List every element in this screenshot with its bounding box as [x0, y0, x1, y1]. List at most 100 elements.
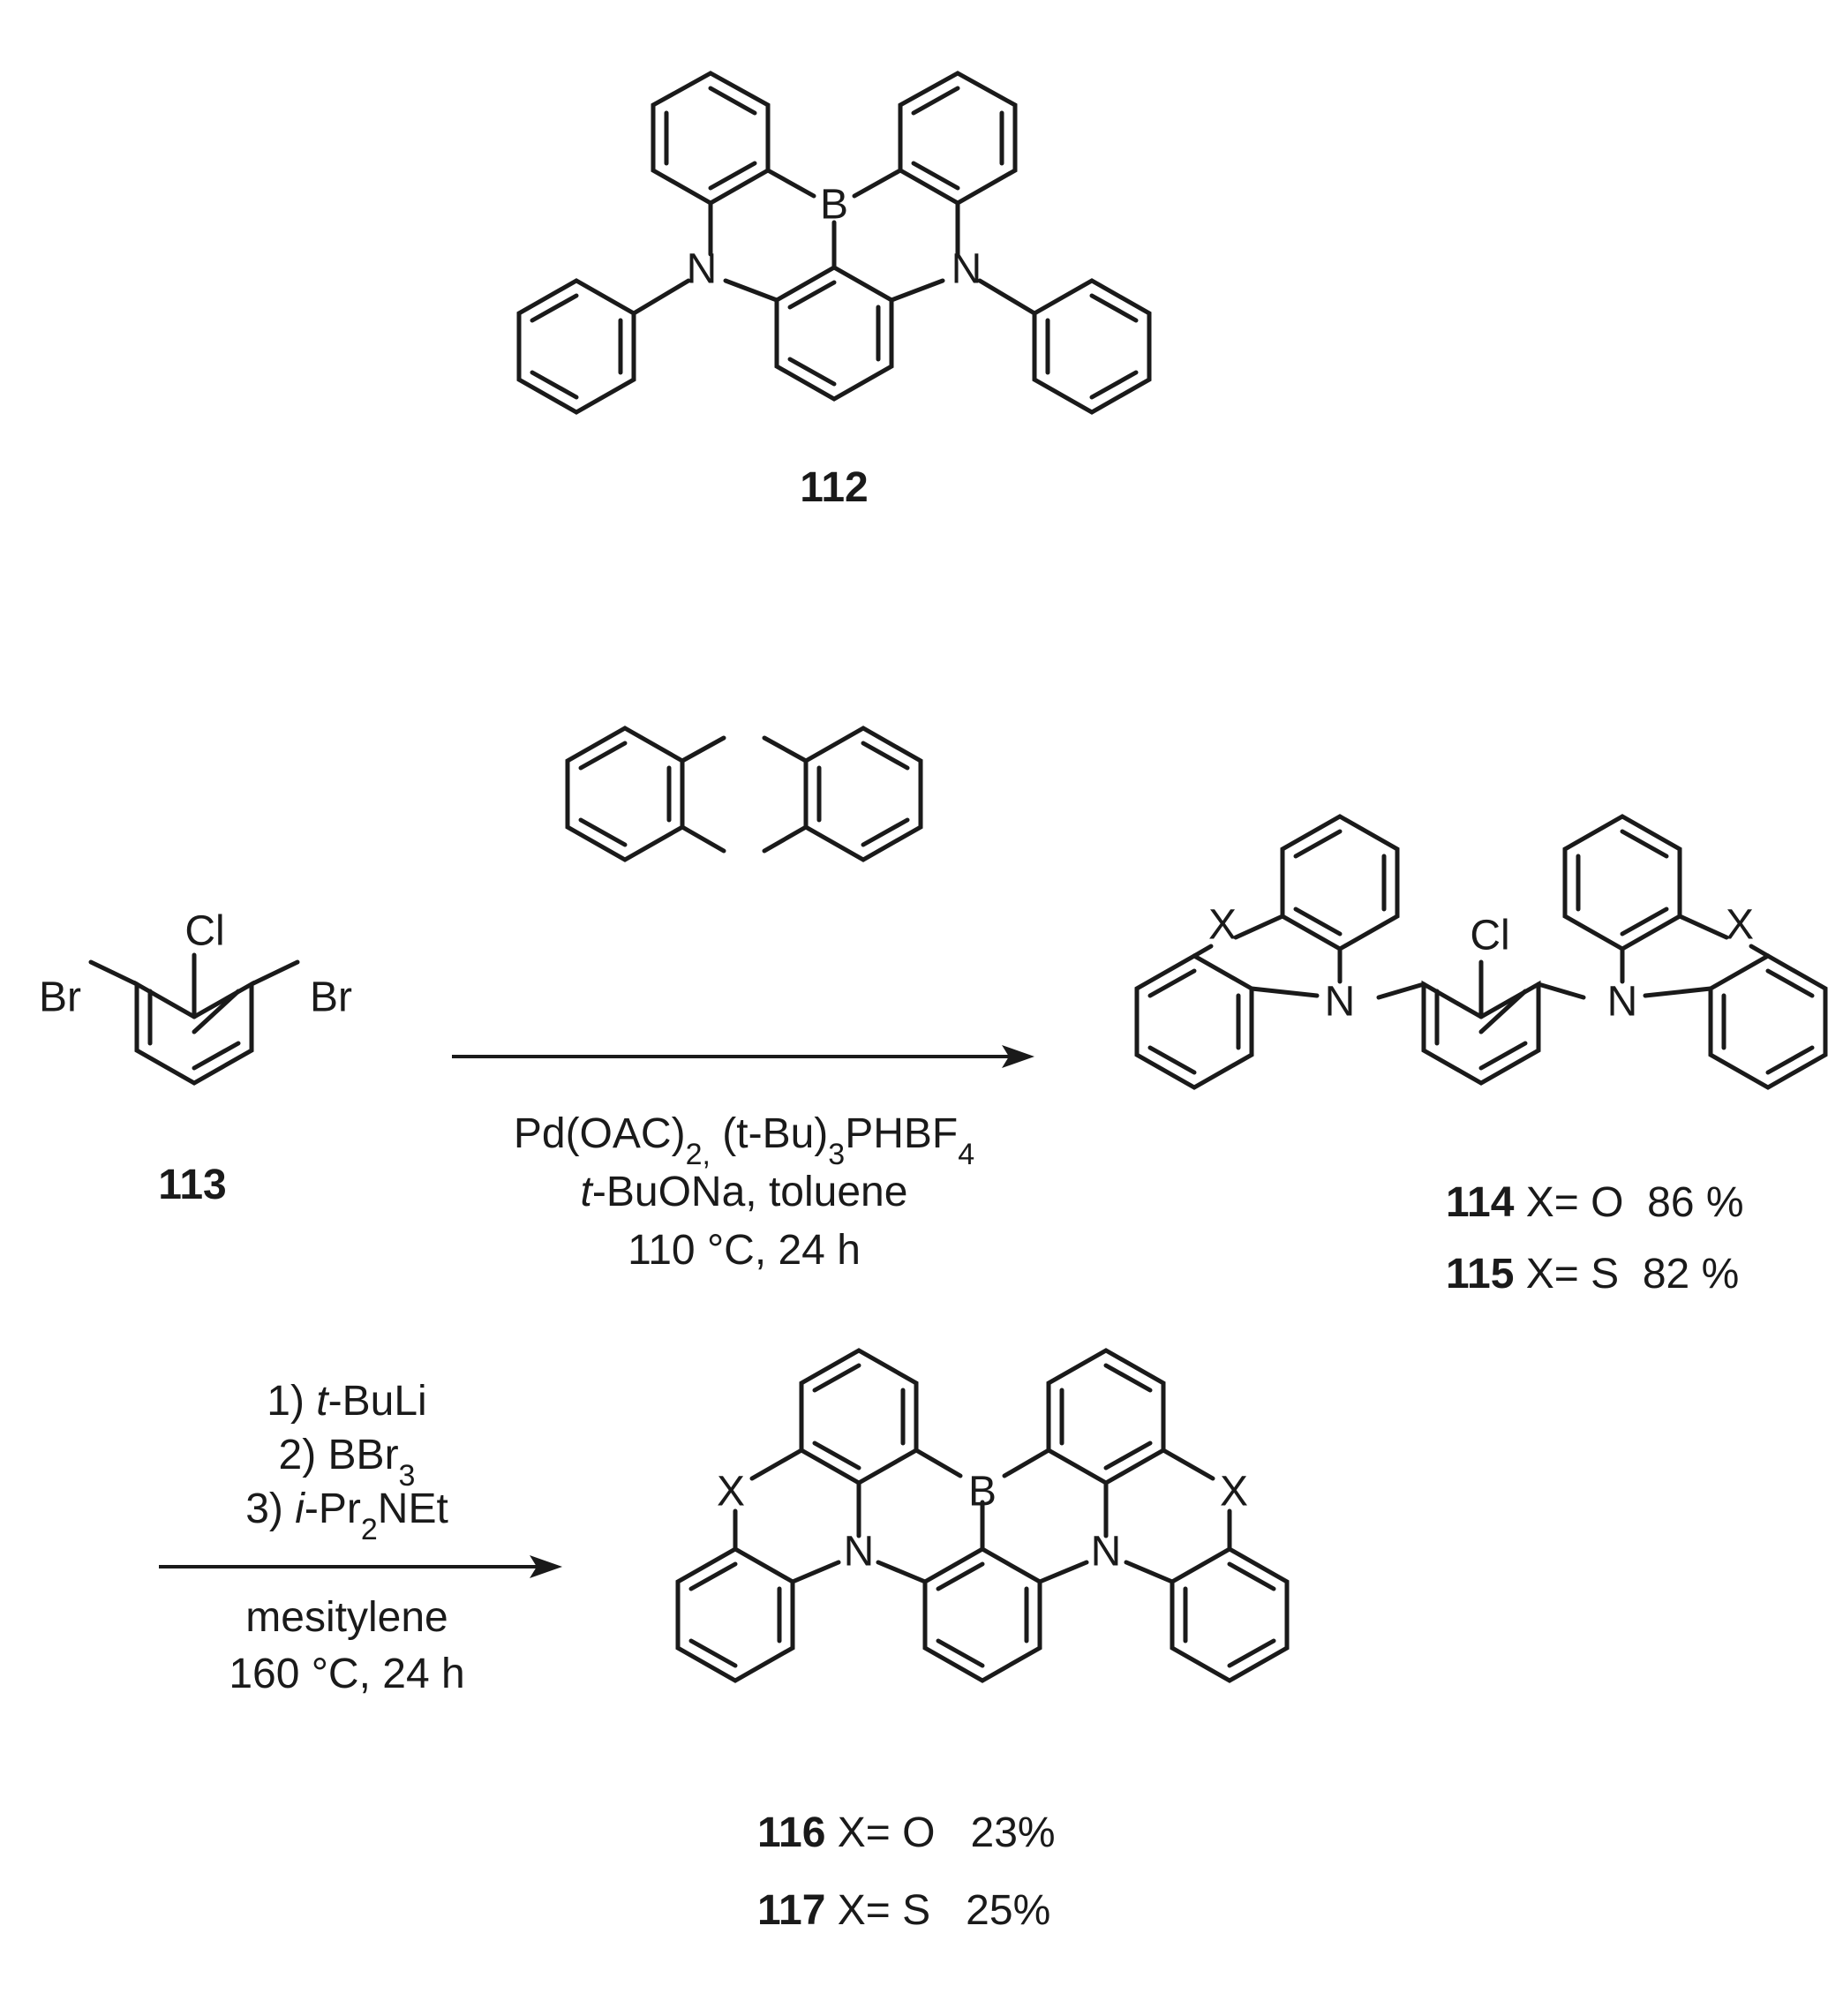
bond	[1124, 1560, 1175, 1584]
bond	[1103, 1441, 1153, 1471]
bond	[688, 1638, 738, 1668]
bond	[1620, 906, 1669, 937]
reagent-structure	[565, 726, 923, 862]
atom-nitrogen: N	[952, 246, 982, 293]
bond	[1765, 968, 1815, 998]
bond	[790, 1560, 841, 1584]
bond	[631, 278, 691, 316]
reaction-arrow-1-head	[1002, 1045, 1034, 1068]
bond	[530, 293, 579, 323]
bond	[1293, 829, 1343, 859]
atom-boron: B	[820, 182, 848, 229]
bond	[675, 1546, 795, 1683]
compound-label-113: 113	[158, 1162, 226, 1208]
bond	[936, 1638, 985, 1668]
bond	[1562, 814, 1682, 952]
bond	[911, 161, 960, 191]
bond	[852, 168, 903, 199]
bond	[1089, 293, 1139, 323]
bond	[914, 1448, 963, 1478]
bond	[1643, 986, 1713, 998]
atom-x: X	[1726, 902, 1754, 949]
bond	[578, 817, 628, 847]
bond	[787, 357, 837, 387]
bond	[1170, 1546, 1290, 1683]
step2-solvent: mesitylene	[245, 1594, 448, 1641]
bond	[1227, 1638, 1276, 1668]
bond	[1046, 1348, 1166, 1486]
bond	[803, 726, 923, 862]
bond	[876, 1560, 928, 1584]
compound-112-structure: B N N	[516, 71, 1152, 415]
atom-x: X	[1208, 902, 1237, 949]
bond	[1749, 944, 1771, 959]
reaction-arrow-2-head	[530, 1555, 562, 1578]
step1-conditions: 110 °C, 24 h	[628, 1227, 861, 1274]
bond	[812, 1363, 861, 1393]
bond	[1233, 914, 1285, 940]
bond	[1536, 982, 1586, 1000]
bond	[936, 1561, 985, 1591]
yield-line-115: 115 X= S 82 %	[1446, 1251, 1739, 1298]
bond	[192, 1041, 241, 1071]
bond	[578, 741, 628, 771]
atom-nitrogen: N	[1325, 979, 1356, 1026]
yield-line-117: 117 X= S 25%	[757, 1887, 1050, 1934]
bond	[787, 280, 837, 310]
bond	[708, 161, 757, 191]
bond	[889, 278, 945, 303]
bond	[861, 741, 910, 771]
bond	[1478, 1041, 1528, 1071]
bond	[530, 370, 579, 400]
bond	[749, 1448, 804, 1481]
bond	[762, 735, 809, 764]
bond	[651, 71, 771, 206]
bond	[708, 86, 757, 116]
bond	[861, 817, 910, 847]
atom-chlorine: Cl	[1470, 913, 1509, 959]
atom-bromine: Br	[310, 974, 352, 1021]
atom-chlorine: Cl	[184, 908, 224, 955]
bond	[680, 735, 726, 764]
step1-base-solvent: t-BuONa, toluene	[581, 1169, 908, 1215]
atom-boron: B	[968, 1469, 997, 1516]
bond	[898, 71, 1018, 206]
yield-line-116: 116 X= O 23%	[757, 1809, 1056, 1856]
bond	[1376, 982, 1426, 1000]
bond	[249, 959, 300, 987]
step2-reagent-2: 2) BBr3	[279, 1432, 416, 1493]
bond	[688, 1561, 738, 1591]
bond	[192, 989, 241, 1034]
bond	[1227, 1561, 1276, 1591]
bond	[812, 1441, 861, 1471]
bond	[977, 278, 1037, 316]
bond	[765, 168, 816, 199]
compound-114-115-structure: X X N N Cl	[1134, 814, 1828, 1090]
bond	[680, 824, 726, 854]
bond	[799, 1348, 919, 1486]
bond	[1249, 986, 1320, 998]
atom-bromine: Br	[39, 974, 81, 1021]
compound-label-112: 112	[800, 464, 868, 511]
atom-nitrogen: N	[844, 1529, 875, 1576]
bond	[922, 1546, 1042, 1683]
bond	[723, 278, 779, 303]
bond	[1161, 1448, 1215, 1481]
step1-catalyst: Pd(OAC)2, (t-Bu)3PHBF4	[514, 1110, 974, 1171]
bond	[1037, 1560, 1089, 1584]
step2-reagent-1: 1) t-BuLi	[267, 1378, 426, 1425]
step2-reagent-3: 3) i-Pr2NEt	[245, 1486, 448, 1546]
bond	[88, 959, 139, 987]
atom-nitrogen: N	[1607, 979, 1638, 1026]
bond	[516, 278, 636, 415]
bond	[762, 824, 809, 854]
bond	[1147, 968, 1197, 998]
bond	[1620, 829, 1669, 859]
atom-nitrogen: N	[1091, 1529, 1122, 1576]
yield-line-114: 114 X= O 86 %	[1446, 1179, 1744, 1226]
atom-x: X	[717, 1469, 745, 1516]
atom-x: X	[1220, 1469, 1248, 1516]
bond	[1765, 1045, 1815, 1075]
step2-conditions: 160 °C, 24 h	[229, 1651, 464, 1697]
